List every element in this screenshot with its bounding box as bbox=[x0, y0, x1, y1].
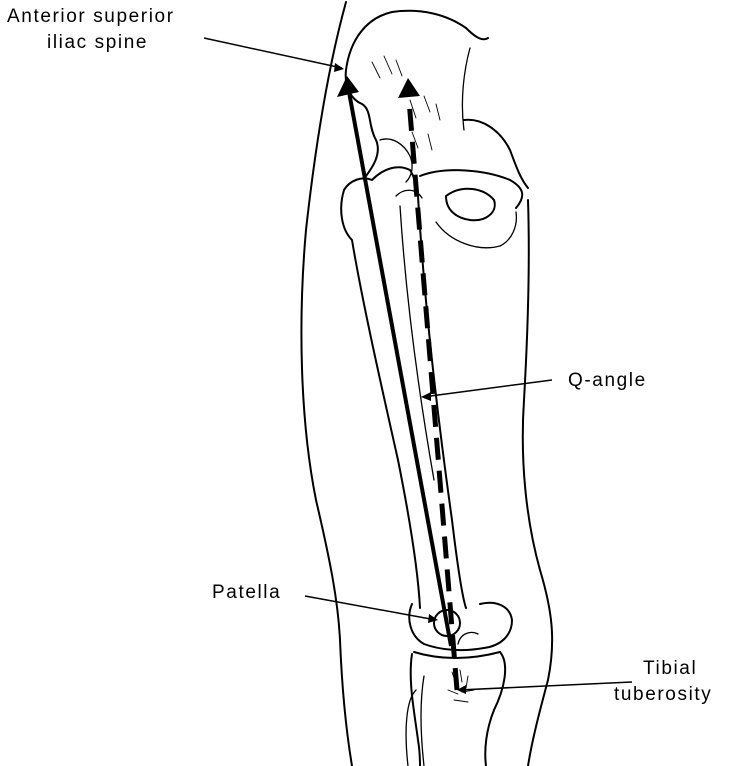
tibial-label-line1: Tibial bbox=[643, 658, 697, 679]
q-angle-leader bbox=[423, 380, 552, 397]
asis-to-patella-line bbox=[337, 76, 451, 646]
tibial-label-line2: tuberosity bbox=[614, 684, 712, 705]
solid-arrowhead bbox=[337, 76, 359, 97]
asis-label-line1: Anterior superior bbox=[7, 6, 175, 27]
thigh-outline bbox=[301, 2, 552, 766]
patella-label: Patella bbox=[212, 582, 281, 603]
patella-leader bbox=[305, 596, 436, 620]
q-angle-label: Q-angle bbox=[568, 370, 647, 391]
dashed-arrowhead bbox=[398, 78, 420, 98]
asis-leader bbox=[204, 38, 342, 68]
asis-label-line2: iliac spine bbox=[47, 32, 148, 53]
